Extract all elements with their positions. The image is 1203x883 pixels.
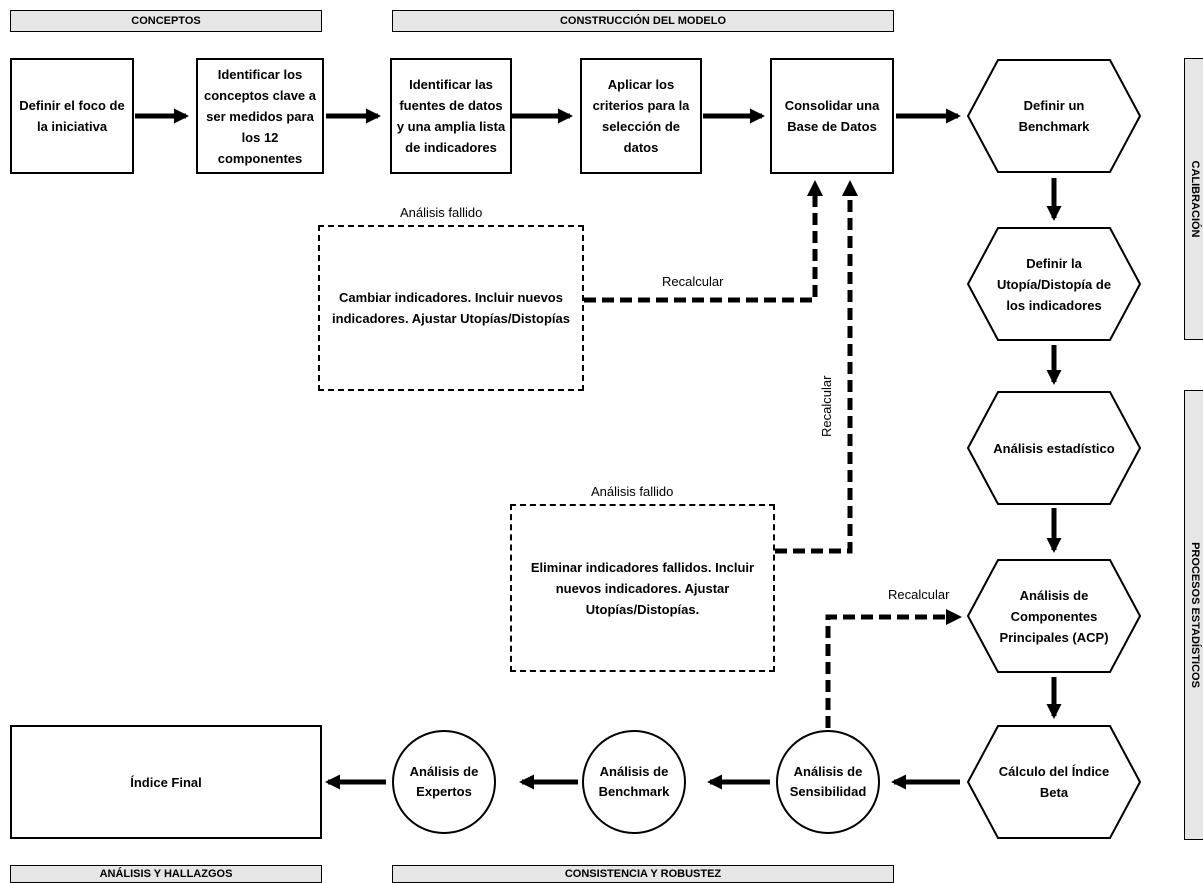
- recalcular-line-2: [775, 195, 853, 554]
- recalcular-line-3: [825, 614, 948, 728]
- header-consistencia: CONSISTENCIA Y ROBUSTEZ: [392, 865, 894, 883]
- node-analisis-expertos: Análisis de Expertos: [392, 730, 496, 834]
- label-recalcular-3: Recalcular: [888, 587, 950, 602]
- hexagon-benchmark: [966, 59, 1142, 173]
- header-conceptos: CONCEPTOS: [10, 10, 322, 32]
- node-identificar-conceptos: Identificar los conceptos clave a ser me…: [196, 58, 324, 174]
- node-eliminar-indicadores: Eliminar indicadores fallidos. Incluir n…: [510, 504, 775, 672]
- header-calibracion: CALIBRACIÓN: [1184, 58, 1203, 340]
- label-analisis-fallido-1: Análisis fallido: [400, 205, 483, 220]
- arrowhead-recalc-2: [842, 180, 858, 196]
- node-definir-utopia: Definir la Utopía/Distopía de los indica…: [996, 255, 1112, 313]
- hexagon-estadistico: [966, 391, 1142, 505]
- node-analisis-estadistico: Análisis estadístico: [993, 440, 1115, 456]
- node-calculo-indice: Cálculo del Índice Beta: [998, 764, 1110, 800]
- label-recalcular-2: Recalcular: [819, 375, 834, 437]
- node-definir-benchmark: Definir un Benchmark: [1018, 98, 1090, 134]
- hexagon-acp: [966, 559, 1142, 673]
- arrowhead-recalc-3: [946, 609, 962, 625]
- node-definir-foco: Definir el foco de la iniciativa: [10, 58, 134, 174]
- label-recalcular-1: Recalcular: [662, 274, 724, 289]
- header-analisis: ANÁLISIS Y HALLAZGOS: [10, 865, 322, 883]
- node-acp: Análisis de Componentes Principales (ACP…: [999, 587, 1109, 645]
- recalcular-line-1: [584, 195, 818, 303]
- node-aplicar-criterios: Aplicar los criterios para la selección …: [580, 58, 702, 174]
- node-analisis-sensibilidad: Análisis de Sensibilidad: [776, 730, 880, 834]
- header-construccion: CONSTRUCCIÓN DEL MODELO: [392, 10, 894, 32]
- node-consolidar-base: Consolidar una Base de Datos: [770, 58, 894, 174]
- arrowhead-recalc-1: [807, 180, 823, 196]
- hexagon-utopia: [966, 227, 1142, 341]
- node-identificar-fuentes: Identificar las fuentes de datos y una a…: [390, 58, 512, 174]
- header-procesos: PROCESOS ESTADÍSTICOS: [1184, 390, 1203, 840]
- hexagon-indice-beta: [966, 725, 1142, 839]
- node-analisis-benchmark: Análisis de Benchmark: [582, 730, 686, 834]
- node-cambiar-indicadores: Cambiar indicadores. Incluir nuevos indi…: [318, 225, 584, 391]
- node-indice-final: Índice Final: [10, 725, 322, 839]
- label-analisis-fallido-2: Análisis fallido: [591, 484, 674, 499]
